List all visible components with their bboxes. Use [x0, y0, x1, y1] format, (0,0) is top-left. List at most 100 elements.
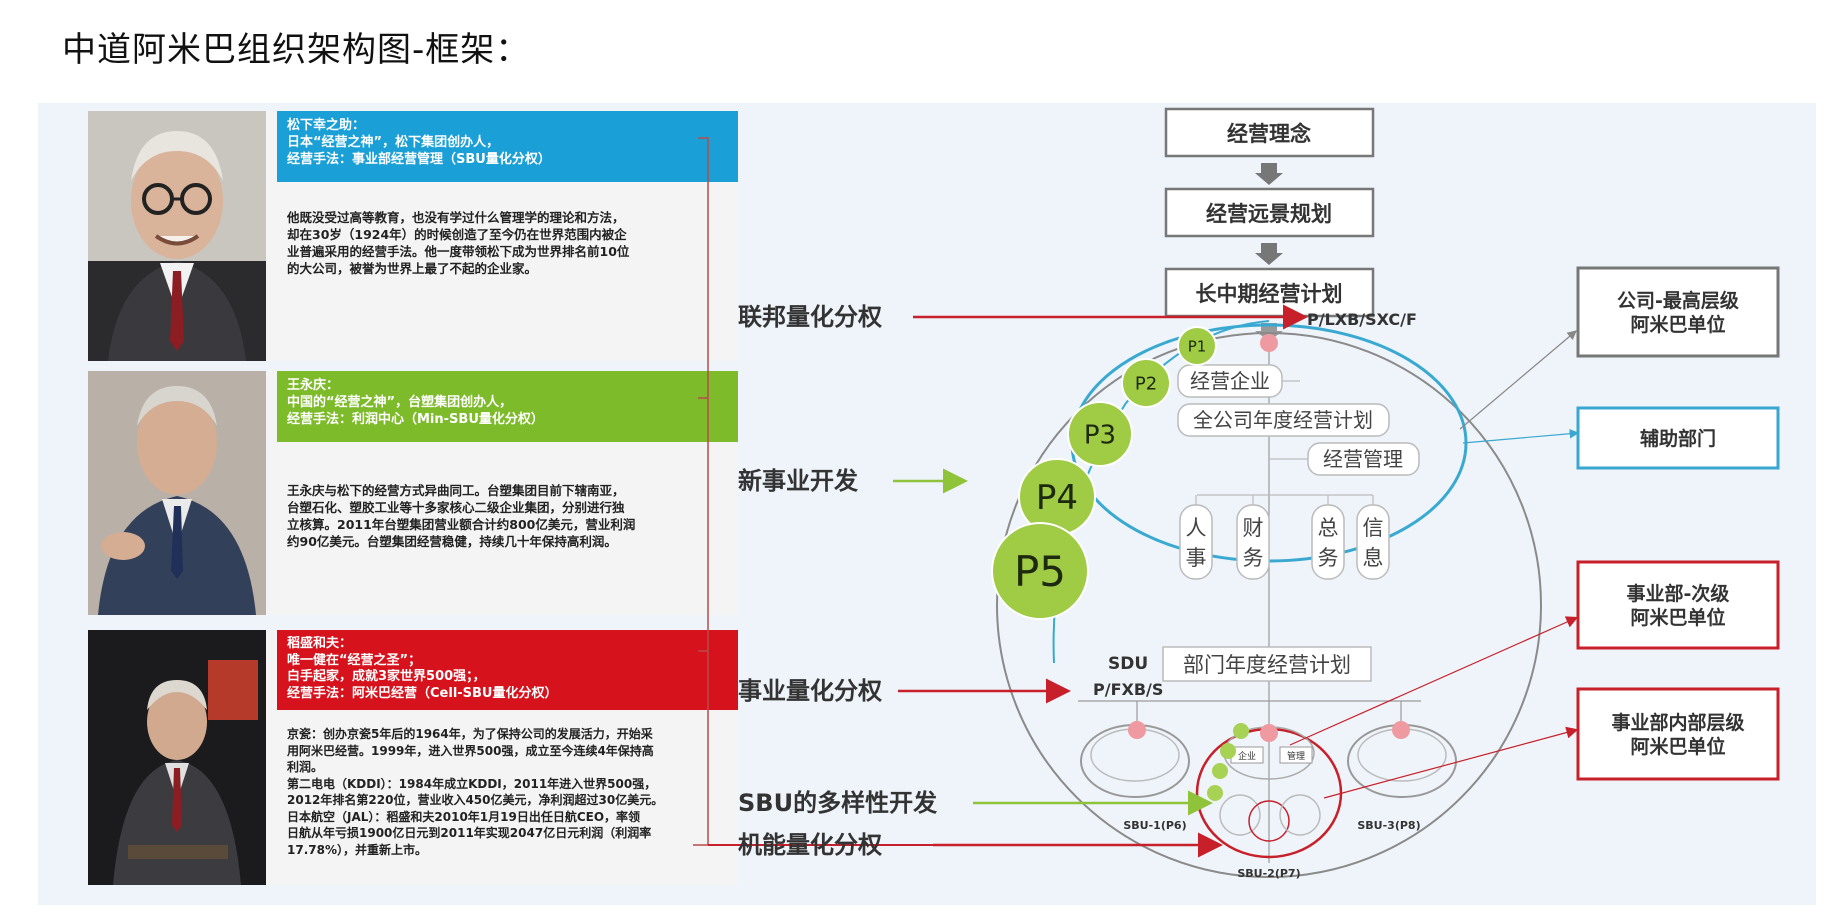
portrait-photo	[88, 111, 266, 361]
ellipse-item-annual-plan: 全公司年度经营计划	[1177, 403, 1390, 437]
banner-line: 经营手法：利润中心（Min-SBU量化分权）	[287, 412, 544, 427]
small-tag: 管理	[1287, 750, 1305, 762]
banner-line: 松下幸之助：	[287, 118, 366, 133]
svg-text:新事业开发: 新事业开发	[738, 467, 858, 495]
svg-text:P4: P4	[1036, 478, 1078, 518]
banner-line: 日本“经营之神”，松下集团创办人，	[287, 135, 500, 150]
portrait-photo	[88, 371, 266, 615]
svg-text:经营管理: 经营管理	[1323, 447, 1403, 471]
banner-line: 白手起家，成就3家世界500强；，	[287, 669, 486, 684]
ellipse-item-management: 经营管理	[1307, 442, 1420, 476]
banner-line: 唯一健在“经营之圣”；	[287, 652, 422, 668]
small-tag: 企业	[1238, 750, 1256, 762]
sbu-label: SBU-3(P8)	[1357, 819, 1420, 832]
page-title: 中道阿米巴组织架构图-框架：	[62, 30, 531, 70]
banner-line: 中国的“经营之神”，台塑集团创办人，	[287, 395, 513, 410]
node-dot	[1260, 724, 1278, 742]
dept-pill: 财务	[1236, 495, 1270, 580]
body-line: 用阿米巴经营。1999年，进入世界500强，成立至今连续4年保持高	[287, 743, 654, 758]
svg-text:公司-最高层级: 公司-最高层级	[1617, 289, 1739, 312]
svg-text:长中期经营计划: 长中期经营计划	[1196, 282, 1343, 306]
svg-text:财: 财	[1243, 516, 1264, 540]
label-federal: 联邦量化分权	[738, 303, 1308, 331]
portrait-photo	[88, 630, 266, 885]
body-line: 约90亿美元。台塑集团经营稳健，持续几十年保持高利润。	[287, 534, 617, 549]
svg-text:阿米巴单位: 阿米巴单位	[1630, 735, 1725, 758]
sdu-label: SDU	[1108, 654, 1148, 674]
svg-text:阿米巴单位: 阿米巴单位	[1630, 606, 1725, 629]
body-line: 业普遍采用的经营手法。他一度带领松下成为世界排名前10位	[287, 244, 630, 259]
person-card-matsushita: 松下幸之助： 日本“经营之神”，松下集团创办人， 经营手法：事业部经营管理（SB…	[88, 111, 738, 361]
svg-text:P3: P3	[1084, 420, 1116, 450]
svg-text:经营理念: 经营理念	[1227, 122, 1311, 146]
body-line: 王永庆与松下的经营方式异曲同工。台塑集团目前下辖南亚，	[287, 483, 625, 498]
p-circle-p1: P1	[1177, 326, 1217, 366]
label-sbu-diversity: SBU的多样性开发	[738, 789, 1213, 817]
p-circle-p2: P2	[1121, 358, 1171, 408]
svg-text:信: 信	[1363, 516, 1384, 540]
person-card-wang: 王永庆： 中国的“经营之神”，台塑集团创办人， 经营手法：利润中心（Min-SB…	[88, 371, 738, 615]
label-business-quant: 事业量化分权	[738, 677, 1071, 705]
banner-line: 稻盛和夫：	[287, 636, 353, 651]
dept-pill: 人事	[1179, 495, 1213, 580]
card-banner: 稻盛和夫： 唯一健在“经营之圣”； 白手起家，成就3家世界500强；， 经营手法…	[277, 630, 738, 710]
banner-line: 王永庆：	[287, 378, 340, 393]
svg-text:部门年度经营计划: 部门年度经营计划	[1183, 653, 1351, 677]
banner-line: 经营手法：阿米巴经营（Cell-SBU量化分权）	[287, 685, 558, 701]
down-arrow-icon	[1255, 243, 1283, 265]
body-line: 17.78%），并重新上市。	[287, 842, 427, 857]
card-body: 王永庆与松下的经营方式异曲同工。台塑集团目前下辖南亚， 台塑石化、塑胶工业等十多…	[287, 482, 727, 550]
card-banner: 王永庆： 中国的“经营之神”，台塑集团创办人， 经营手法：利润中心（Min-SB…	[277, 371, 738, 442]
svg-text:辅助部门: 辅助部门	[1640, 427, 1716, 450]
svg-text:联邦量化分权: 联邦量化分权	[738, 303, 882, 331]
p-circle-p5: P5	[991, 522, 1089, 620]
flow-box-philosophy: 经营理念	[1164, 107, 1375, 158]
svg-text:人: 人	[1186, 516, 1207, 540]
sbu-label: SBU-2(P7)	[1237, 867, 1300, 880]
dept-pill: 信息	[1356, 495, 1390, 580]
dept-plan-box: 部门年度经营计划	[1162, 646, 1372, 682]
svg-text:事: 事	[1186, 546, 1207, 570]
flow-box-longterm-plan: 长中期经营计划	[1164, 267, 1375, 318]
card-body: 他既没受过高等教育，也没有学过什么管理学的理论和方法， 却在30岁（1924年）…	[287, 209, 727, 277]
svg-text:P5: P5	[1014, 547, 1066, 596]
ellipse-item-operate: 经营企业	[1177, 364, 1283, 398]
svg-text:事业量化分权: 事业量化分权	[738, 677, 882, 705]
body-line: 利润。	[287, 760, 324, 774]
svg-text:事业部-次级: 事业部-次级	[1627, 582, 1730, 605]
body-line: 他既没受过高等教育，也没有学过什么管理学的理论和方法，	[287, 210, 625, 225]
org-diagram: 经营理念 经营远景规划 长中期经营计划 P/LXB/SXC/F 经营企业	[693, 107, 1780, 880]
code-label: P/FXB/S	[1093, 680, 1163, 699]
body-line: 的大公司，被誉为世界上最了不起的企业家。	[287, 261, 538, 276]
banner-line: 经营手法：事业部经营管理（SBU量化分权）	[287, 152, 551, 167]
body-line: 台塑石化、塑胶工业等十多家核心二级企业集团，分别进行独	[287, 500, 625, 515]
body-line: 日航从年亏损1900亿日元到2011年实现2047亿日元利润（利润率	[287, 826, 652, 840]
card-body: 京瓷：创办京瓷5年后的1964年，为了保持公司的发展活力，开始采 用阿米巴经营。…	[287, 726, 727, 858]
dept-pill: 总务	[1311, 495, 1345, 580]
svg-text:P2: P2	[1135, 373, 1157, 394]
body-line: 京瓷：创办京瓷5年后的1964年，为了保持公司的发展活力，开始采	[287, 727, 653, 741]
bracket-line	[693, 137, 709, 846]
p-circle-p3: P3	[1067, 401, 1133, 467]
card-banner: 松下幸之助： 日本“经营之神”，松下集团创办人， 经营手法：事业部经营管理（SB…	[277, 111, 738, 182]
right-box: 辅助部门	[1576, 406, 1780, 470]
svg-text:P1: P1	[1188, 337, 1207, 355]
body-line: 立核算。2011年台塑集团营业额合计约800亿美元，营业利润	[287, 517, 636, 532]
svg-text:息: 息	[1363, 546, 1384, 570]
svg-text:总: 总	[1318, 516, 1339, 540]
svg-text:经营远景规划: 经营远景规划	[1206, 202, 1332, 226]
label-new-business: 新事业开发	[738, 467, 968, 495]
node-dot	[1260, 334, 1278, 352]
node-dot	[1392, 721, 1410, 739]
sbu-label: SBU-1(P6)	[1123, 819, 1186, 832]
svg-text:事业部内部层级: 事业部内部层级	[1611, 711, 1744, 734]
svg-text:务: 务	[1318, 546, 1339, 570]
code-label: P/LXB/SXC/F	[1307, 310, 1417, 329]
company-circle	[996, 332, 1542, 878]
node-dot	[1128, 721, 1146, 739]
svg-text:经营企业: 经营企业	[1190, 369, 1270, 393]
body-line: 却在30岁（1924年）的时候创造了至今仍在世界范围内被企	[287, 227, 627, 242]
label-function-quant: 机能量化分权	[738, 831, 1223, 859]
svg-text:务: 务	[1243, 546, 1264, 570]
